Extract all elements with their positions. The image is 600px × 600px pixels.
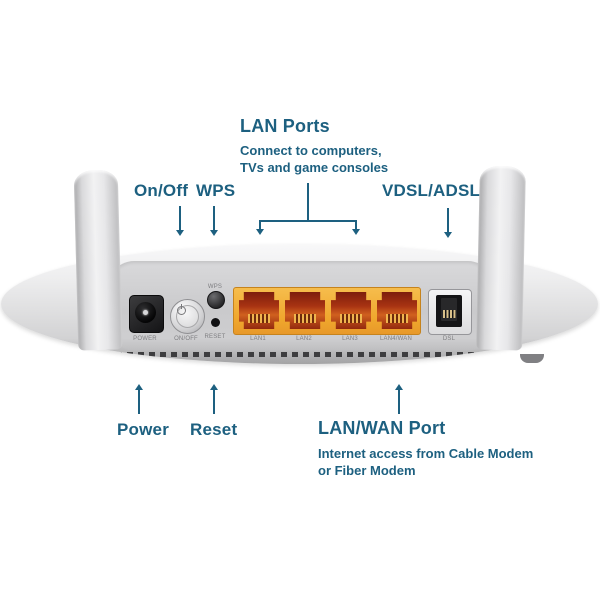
silkscreen-power: POWER xyxy=(133,336,157,342)
wps-arrow-icon xyxy=(210,206,218,236)
power-arrow-icon xyxy=(135,384,143,414)
lan2-pins xyxy=(294,314,316,323)
lan4-pins xyxy=(386,314,408,323)
wps-label: WPS xyxy=(196,181,236,200)
lan-bracket-bar xyxy=(259,220,357,222)
lan3-port xyxy=(331,292,371,329)
lan-ports-title: LAN Ports xyxy=(240,116,330,136)
lan1-pins xyxy=(248,314,270,323)
dsl-port-pins xyxy=(443,310,456,318)
vdsl-adsl-label: VDSL/ADSL xyxy=(382,181,481,200)
lan-bracket-stem xyxy=(307,183,309,221)
reset-arrow-icon xyxy=(210,384,218,414)
reset-pinhole xyxy=(211,318,220,327)
vdsl-adsl-arrow-icon xyxy=(444,208,452,238)
wps-button xyxy=(207,291,225,309)
reset-label: Reset xyxy=(190,420,238,439)
on-off-arrow-icon xyxy=(176,206,184,236)
on-off-button xyxy=(170,299,205,334)
power-jack xyxy=(129,295,164,333)
lan-port-block xyxy=(233,287,421,335)
lan-wan-desc-line1: Internet access from Cable Modem xyxy=(318,446,534,461)
power-symbol-icon xyxy=(177,304,186,315)
silkscreen-lan3: LAN3 xyxy=(342,336,358,342)
lan-bracket-right-arrow-icon xyxy=(352,221,360,235)
lan-wan-desc-line2: or Fiber Modem xyxy=(318,463,416,478)
lan-ports-desc-line2: TVs and game consoles xyxy=(240,160,389,175)
silkscreen-lan1: LAN1 xyxy=(250,336,266,342)
power-label: Power xyxy=(117,420,170,439)
silkscreen-lan2: LAN2 xyxy=(296,336,312,342)
lan3-pins xyxy=(340,314,362,323)
lan-ports-desc-line1: Connect to computers, xyxy=(240,143,382,158)
vent-grille xyxy=(116,352,484,357)
lan-wan-title: LAN/WAN Port xyxy=(318,418,446,438)
lan4-wan-port xyxy=(377,292,417,329)
silkscreen-reset: RESET xyxy=(204,334,226,340)
silkscreen-dsl: DSL xyxy=(442,336,456,342)
lan-bracket-left-arrow-icon xyxy=(256,221,264,235)
dsl-port xyxy=(428,289,472,335)
left-antenna xyxy=(73,169,123,351)
right-antenna xyxy=(476,165,526,351)
on-off-label: On/Off xyxy=(134,181,189,200)
lan2-port xyxy=(285,292,325,329)
lan1-port xyxy=(239,292,279,329)
silkscreen-wps: WPS xyxy=(207,284,223,290)
silkscreen-on-off: ON/OFF xyxy=(174,336,198,342)
silkscreen-lan4-wan: LAN4/WAN xyxy=(379,336,413,342)
power-jack-pin xyxy=(143,310,148,315)
lan-wan-arrow-icon xyxy=(395,384,403,414)
router-foot xyxy=(520,354,544,363)
